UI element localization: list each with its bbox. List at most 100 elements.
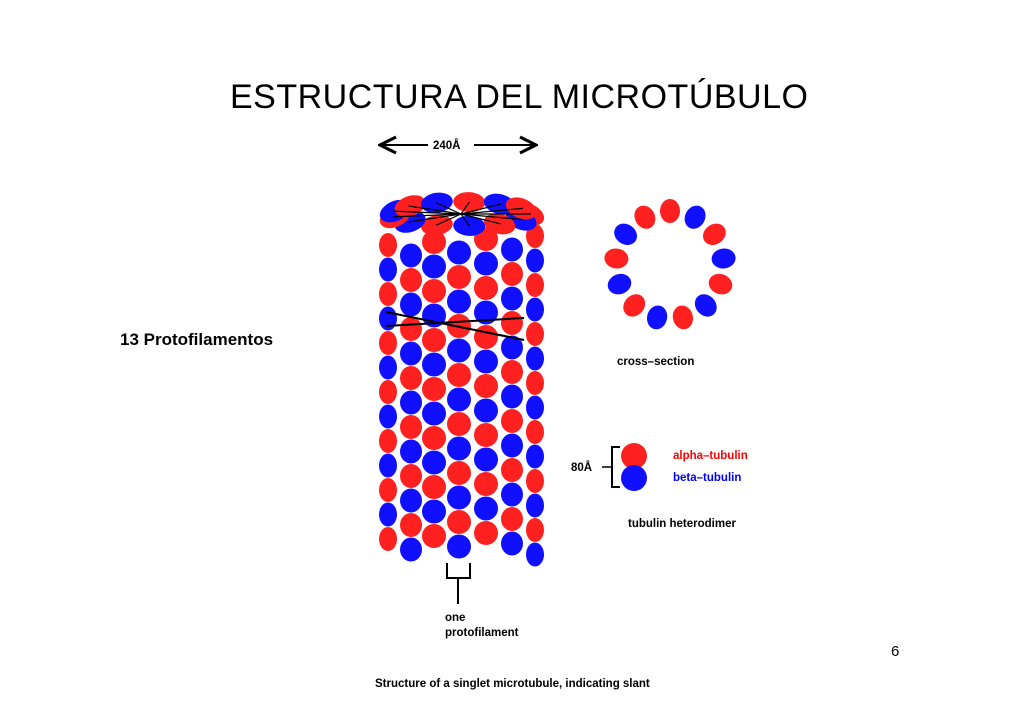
- beta-subunit: [400, 292, 422, 317]
- alpha-subunit: [379, 380, 397, 404]
- beta-subunit: [400, 341, 422, 366]
- beta-subunit: [447, 436, 471, 461]
- beta-subunit: [646, 305, 668, 330]
- alpha-subunit: [474, 472, 498, 496]
- beta-subunit: [400, 243, 422, 268]
- alpha-subunit: [501, 262, 523, 286]
- beta-subunit: [501, 531, 523, 556]
- alpha-subunit: [501, 458, 523, 482]
- cap-seam: [392, 210, 462, 215]
- alpha-subunit: [501, 311, 523, 335]
- beta-subunit: [684, 205, 706, 229]
- beta-subunit: [400, 439, 422, 464]
- alpha-subunit: [634, 205, 656, 229]
- cap-seam: [460, 207, 524, 215]
- cap-seam: [392, 213, 462, 218]
- beta-subunit: [400, 537, 422, 562]
- beta-subunit: [379, 453, 397, 478]
- alpha-subunit: [422, 475, 446, 499]
- alpha-subunit: [623, 294, 646, 317]
- protofilament-bracket: [446, 563, 471, 604]
- cap-seam: [460, 213, 501, 225]
- alpha-subunit: [474, 276, 498, 300]
- alpha-subunit: [379, 429, 397, 453]
- beta-subunit: [474, 300, 498, 325]
- beta-subunit: [447, 240, 471, 265]
- alpha-subunit: [526, 322, 544, 346]
- slant-line: [385, 317, 525, 327]
- alpha-subunit: [422, 524, 446, 548]
- alpha-subunit: [474, 521, 498, 545]
- beta-subunit: [422, 352, 446, 377]
- cross-section-label: cross–section: [617, 356, 694, 368]
- cap-seam: [435, 213, 462, 226]
- beta-subunit: [422, 254, 446, 279]
- alpha-subunit: [526, 273, 544, 297]
- cap-seam: [408, 205, 462, 215]
- protofilament-count-label: 13 Protofilamentos: [120, 330, 274, 349]
- alpha-subunit: [660, 199, 680, 223]
- alpha-subunit: [379, 478, 397, 502]
- diameter-label: 240Å: [433, 139, 461, 152]
- beta-subunit: [501, 335, 523, 360]
- alpha-subunit: [379, 282, 397, 306]
- alpha-subunit: [526, 420, 544, 444]
- protofilament-label-line1: one: [445, 612, 465, 624]
- dimer-size-label: 80Å: [571, 461, 592, 474]
- beta-subunit: [379, 502, 397, 527]
- beta-subunit: [447, 338, 471, 363]
- alpha-subunit: [447, 363, 471, 387]
- tubulin-heterodimer: [602, 443, 647, 491]
- alpha-subunit: [474, 325, 498, 349]
- cap-seam: [460, 203, 501, 215]
- microtubule-tube: [379, 224, 544, 567]
- cap-seam: [460, 213, 470, 227]
- beta-tubulin-label: beta–tubulin: [673, 472, 741, 484]
- beta-subunit: [447, 485, 471, 510]
- beta-subunit: [501, 286, 523, 311]
- alpha-subunit: [379, 527, 397, 551]
- slide-title: ESTRUCTURA DEL MICROTÚBULO: [230, 78, 809, 116]
- beta-subunit: [526, 248, 544, 273]
- cap-seam: [435, 202, 462, 215]
- beta-subunit: [526, 297, 544, 322]
- slant-line: [385, 311, 525, 341]
- beta-subunit: [422, 450, 446, 475]
- beta-tubulin-subunit: [621, 465, 647, 491]
- beta-subunit: [501, 433, 523, 458]
- alpha-subunit: [400, 415, 422, 439]
- alpha-subunit: [422, 279, 446, 303]
- beta-subunit: [694, 294, 717, 317]
- alpha-subunit: [526, 371, 544, 395]
- alpha-subunit: [422, 328, 446, 352]
- beta-subunit: [379, 257, 397, 282]
- cap-seam: [408, 213, 462, 223]
- alpha-subunit: [474, 423, 498, 447]
- beta-subunit: [447, 534, 471, 559]
- beta-subunit: [447, 289, 471, 314]
- alpha-subunit: [400, 268, 422, 292]
- beta-subunit: [501, 237, 523, 262]
- alpha-subunit: [422, 426, 446, 450]
- beta-subunit: [400, 488, 422, 513]
- protofilament-label-line2: protofilament: [445, 627, 519, 639]
- cap-seam: [460, 213, 524, 221]
- heterodimer-label: tubulin heterodimer: [628, 518, 737, 530]
- beta-subunit: [379, 306, 397, 331]
- alpha-subunit: [703, 223, 726, 245]
- beta-subunit: [501, 384, 523, 409]
- alpha-subunit: [604, 248, 629, 269]
- beta-subunit: [614, 223, 637, 245]
- alpha-subunit: [422, 230, 446, 254]
- alpha-subunit: [501, 409, 523, 433]
- alpha-subunit: [447, 265, 471, 289]
- alpha-subunit: [400, 366, 422, 390]
- alpha-subunit: [526, 469, 544, 493]
- beta-subunit: [379, 355, 397, 380]
- beta-subunit: [711, 248, 736, 269]
- alpha-subunit: [379, 331, 397, 355]
- beta-subunit: [474, 349, 498, 374]
- beta-subunit: [526, 542, 544, 567]
- alpha-subunit: [379, 233, 397, 257]
